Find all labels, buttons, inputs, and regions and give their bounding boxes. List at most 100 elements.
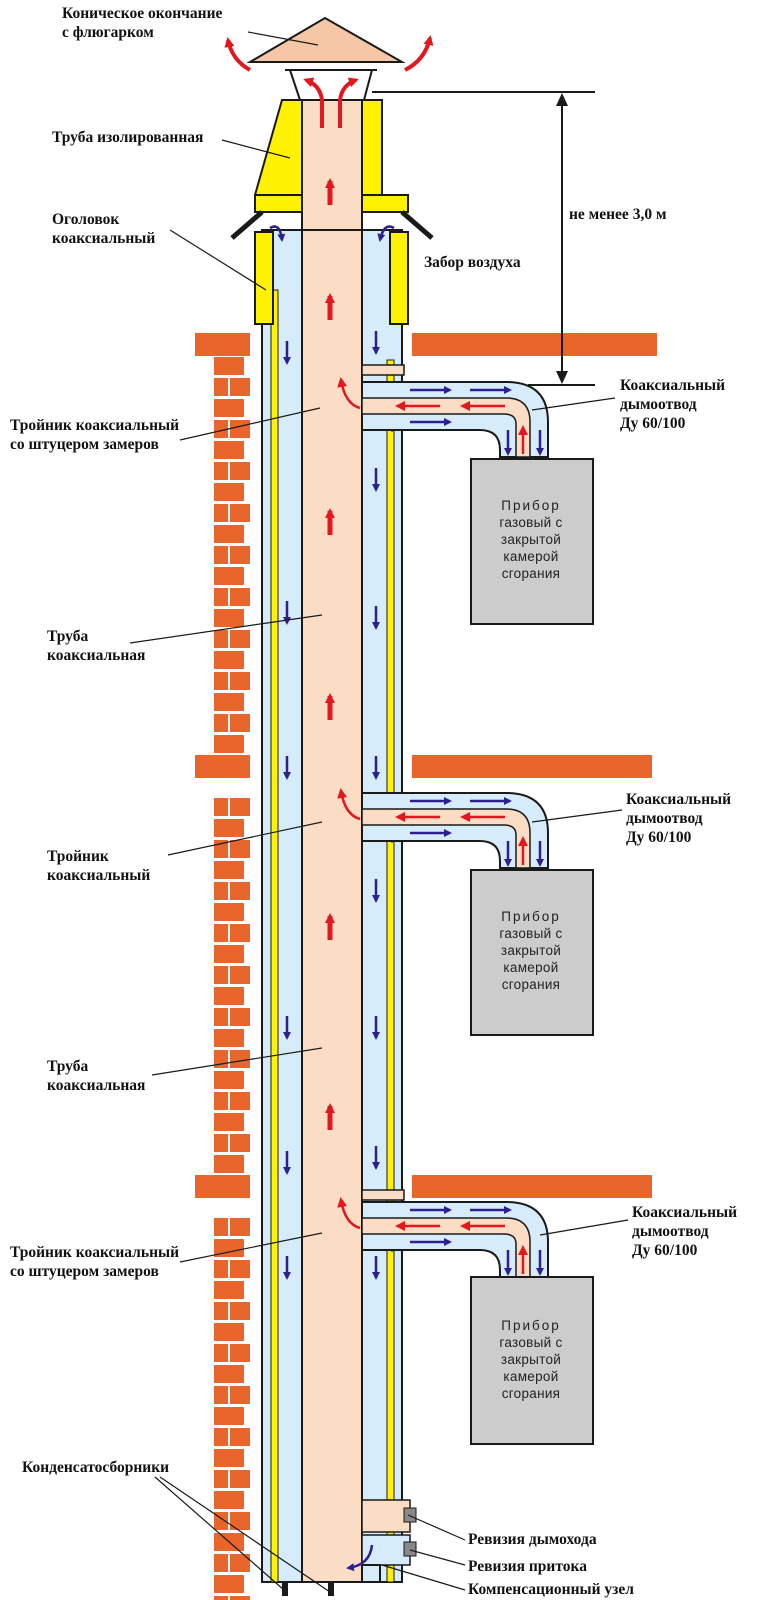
brick — [214, 1386, 228, 1404]
brick — [214, 399, 244, 417]
arrow-up-icon — [337, 377, 361, 410]
brick — [230, 1386, 250, 1404]
intake-hood-left — [230, 210, 264, 240]
brick — [214, 693, 244, 711]
arrow-up-icon — [337, 1197, 361, 1230]
brick — [214, 966, 228, 984]
leader-tee1 — [179, 407, 321, 441]
brick — [230, 1218, 250, 1236]
intake-revision — [361, 1534, 411, 1566]
brick — [214, 1239, 244, 1257]
gas-device-1 — [470, 458, 594, 625]
brick — [214, 357, 244, 375]
conical-cap — [224, 16, 434, 128]
brick-wall — [195, 333, 657, 1600]
arrow-up-icon — [337, 788, 361, 821]
brick — [214, 1281, 244, 1299]
brick — [230, 1302, 250, 1320]
brick — [230, 882, 250, 900]
brick — [214, 1134, 228, 1152]
brick — [214, 525, 244, 543]
brick — [214, 1344, 228, 1362]
coaxial-branch-1 — [361, 381, 549, 458]
brick — [214, 1008, 228, 1026]
leader-flue3 — [539, 1219, 629, 1236]
label-rev-intake: Ревизия притока — [468, 1558, 587, 1575]
brick — [230, 1470, 250, 1488]
brick — [230, 420, 250, 438]
arrow-down-icon — [269, 225, 286, 242]
brick — [214, 987, 244, 1005]
brick — [214, 861, 244, 879]
brick — [230, 1134, 250, 1152]
brick-ledge-mid-right — [412, 755, 652, 778]
bottom-fittings — [282, 1499, 417, 1596]
brick — [230, 798, 250, 816]
brick — [214, 672, 228, 690]
measure-fitting-bottom — [361, 1189, 405, 1201]
brick — [214, 1029, 244, 1047]
brick-ledge-top-left — [195, 333, 250, 356]
leader-rev-intake — [409, 1549, 466, 1566]
head-outer-left — [254, 231, 274, 325]
leader-cone — [247, 31, 319, 46]
cone — [246, 16, 406, 63]
brick — [214, 1575, 244, 1593]
leader-insulated — [221, 139, 291, 159]
brick-ledge-low-right — [412, 1175, 652, 1198]
brick — [230, 546, 250, 564]
brick — [214, 588, 228, 606]
inner-flue-pipe — [301, 99, 363, 1583]
compensation-arrow — [346, 1544, 374, 1572]
brick — [214, 1155, 244, 1173]
brick — [214, 1071, 244, 1089]
brick — [230, 462, 250, 480]
label-rev-flue: Ревизия дымохода — [468, 1531, 597, 1548]
leader-condensate-2 — [159, 1476, 331, 1593]
brick — [214, 819, 244, 837]
brick — [214, 1407, 244, 1425]
smoke-arrow-right — [404, 35, 434, 72]
brick — [214, 1218, 228, 1236]
inner-pipe-top — [301, 99, 363, 231]
insulation-right — [386, 359, 395, 1583]
brick — [230, 672, 250, 690]
height-dimension — [372, 91, 595, 386]
coaxial-branch-2 — [361, 792, 549, 869]
brick — [214, 735, 244, 753]
brick — [230, 1008, 250, 1026]
brick — [230, 1092, 250, 1110]
brick — [214, 903, 244, 921]
brick — [230, 1428, 250, 1446]
brick — [214, 798, 228, 816]
brick — [214, 924, 228, 942]
brick — [230, 1260, 250, 1278]
brick — [214, 714, 228, 732]
label-condensate: Конденсатосборники — [22, 1459, 170, 1476]
leader-flue1 — [531, 397, 616, 411]
leader-tee3 — [179, 1232, 323, 1263]
brick — [214, 1365, 244, 1383]
condensate-collector-inner — [328, 1582, 334, 1596]
intake-hood-right — [400, 210, 434, 240]
brick — [214, 546, 228, 564]
brick — [230, 840, 250, 858]
brick — [230, 504, 250, 522]
brick — [214, 420, 228, 438]
brick — [230, 630, 250, 648]
brick — [214, 1470, 228, 1488]
leader-comp-node — [381, 1564, 466, 1591]
smoke-arrow-left — [224, 37, 252, 72]
brick — [230, 1344, 250, 1362]
leader-tee2 — [167, 821, 323, 856]
label-height: не менее 3,0 м — [569, 206, 667, 223]
